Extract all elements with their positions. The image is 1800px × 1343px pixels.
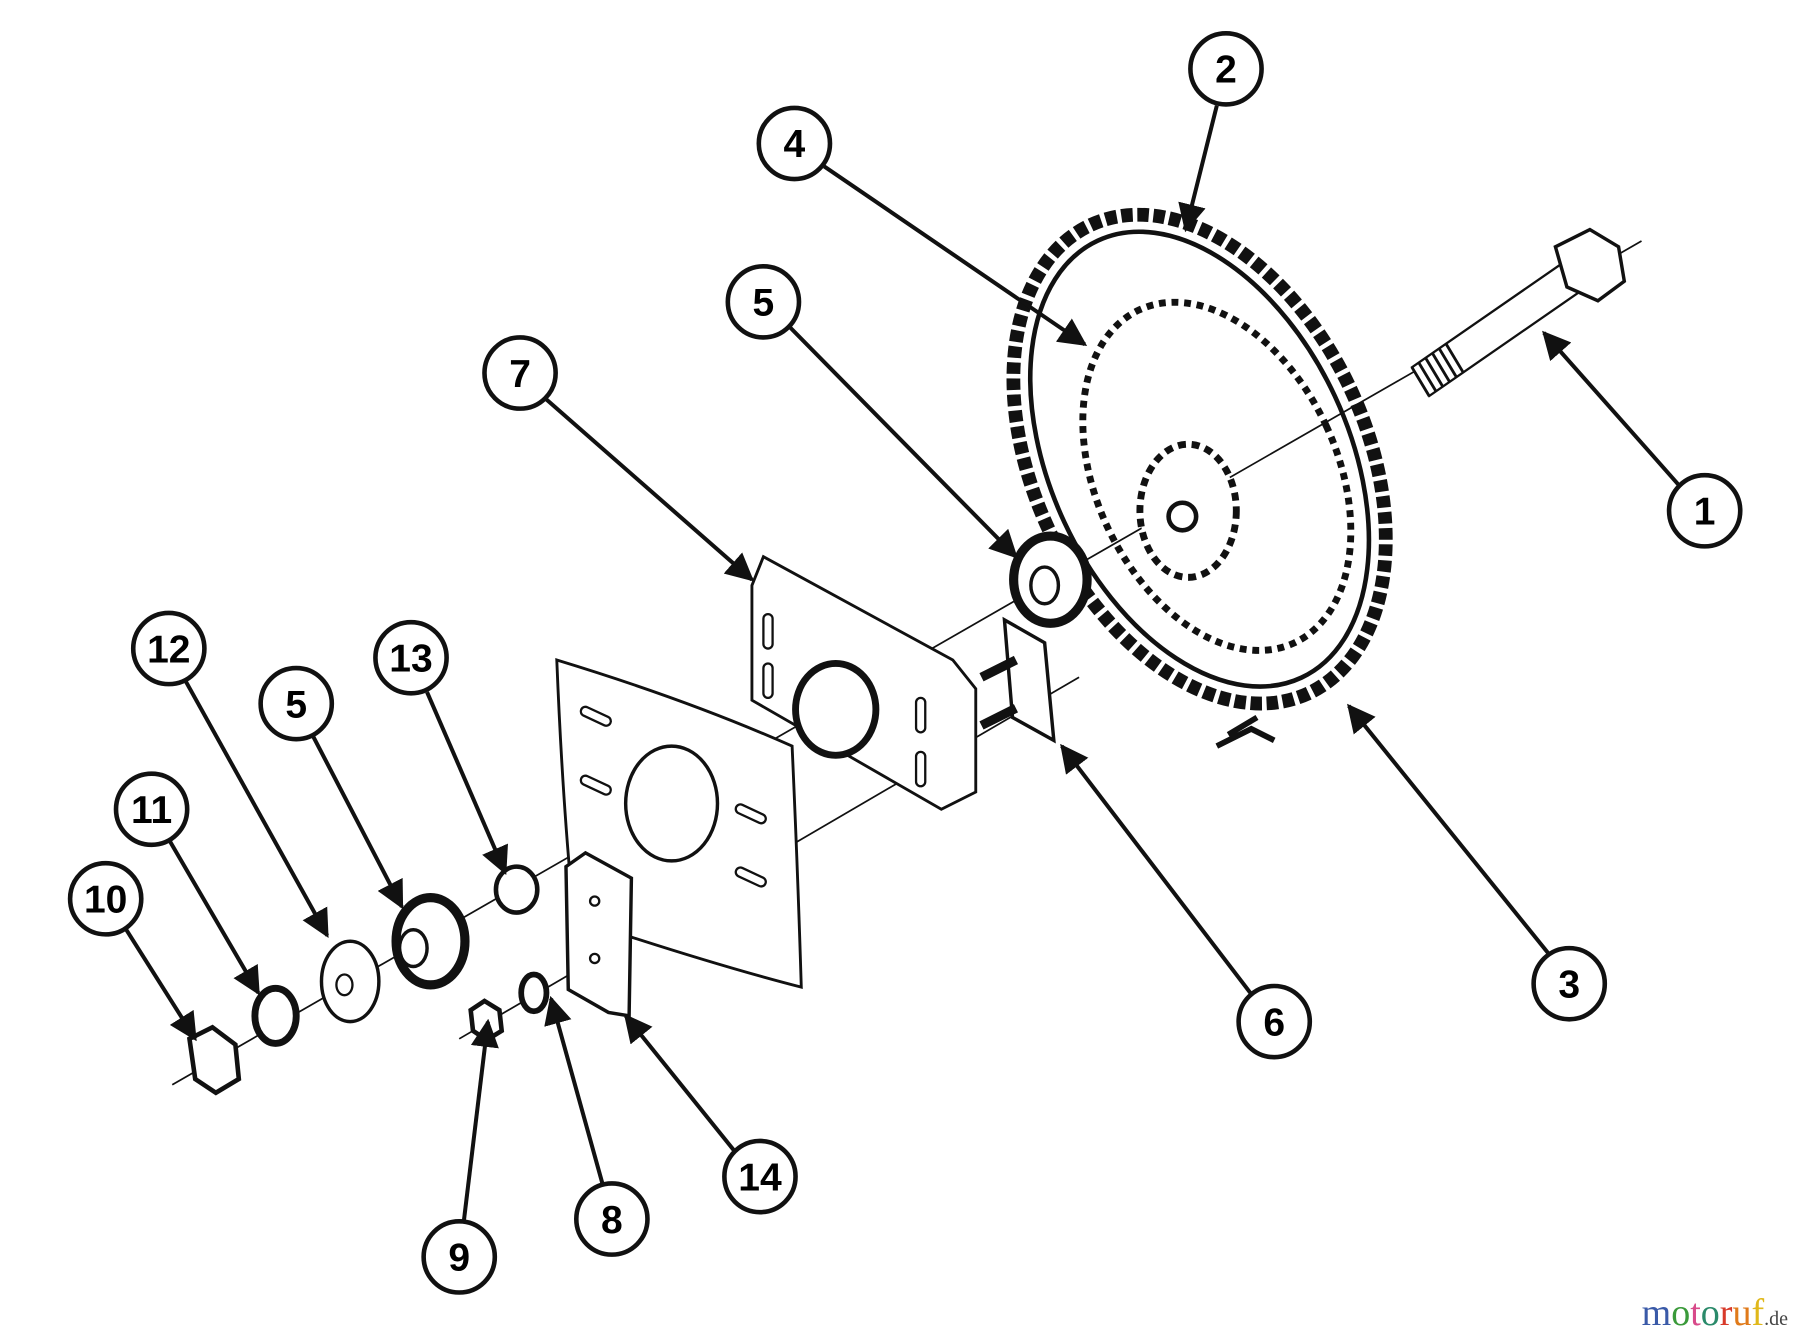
- callout-label: 9: [448, 1237, 470, 1280]
- callout-label: 14: [738, 1156, 782, 1199]
- callout-label: 11: [131, 789, 172, 832]
- callout-9: 9: [421, 1219, 498, 1295]
- callout-circle: [1531, 945, 1608, 1022]
- callout-5: 5: [258, 665, 335, 742]
- lock-washer-part: [251, 984, 300, 1047]
- callout-label: 7: [509, 353, 531, 396]
- callout-2: 2: [1188, 30, 1264, 107]
- callout-circle: [67, 860, 144, 937]
- callout-label: 5: [753, 282, 775, 325]
- callout-1: 1: [1666, 472, 1743, 549]
- callout-12: 12: [130, 610, 207, 687]
- callout-label: 8: [601, 1199, 623, 1242]
- callout-8: 8: [574, 1181, 650, 1257]
- callout-circle: [130, 610, 207, 687]
- callout-label: 4: [784, 123, 806, 166]
- callout-10: 10: [67, 860, 144, 937]
- callout-label: 2: [1215, 49, 1237, 92]
- callout-label: 12: [147, 628, 190, 671]
- sprocket-part: [1079, 298, 1355, 654]
- nut-part: [186, 1024, 242, 1096]
- washer-part: [518, 971, 550, 1015]
- leader-lines: [124, 105, 1680, 1222]
- bracket-part: [750, 554, 978, 811]
- plate-part: [564, 850, 634, 1018]
- callout-label: 10: [84, 879, 127, 922]
- callout-6: 6: [1236, 983, 1313, 1060]
- callout-circle: [113, 771, 190, 848]
- spacer-part: [493, 864, 540, 915]
- callout-circle: [1188, 30, 1264, 107]
- callout-14: 14: [722, 1138, 798, 1215]
- callout-circle: [574, 1181, 650, 1257]
- callout-circle: [421, 1219, 498, 1295]
- callout-circle: [482, 335, 558, 411]
- callout-circle: [373, 619, 449, 696]
- callout-circle: [1236, 983, 1313, 1060]
- callout-circle: [725, 264, 802, 340]
- washer-part: [319, 939, 381, 1024]
- callout-circle: [258, 665, 335, 742]
- callout-circle: [1666, 472, 1743, 549]
- chain-part: [1006, 207, 1393, 749]
- bolt-part: [1410, 227, 1627, 398]
- callout-3: 3: [1531, 945, 1608, 1022]
- bearing-part: [391, 893, 470, 990]
- callout-label: 6: [1263, 1001, 1285, 1044]
- callout-4: 4: [756, 105, 833, 182]
- callout-11: 11: [113, 771, 190, 848]
- callout-13: 13: [373, 619, 449, 696]
- callout-label: 5: [285, 683, 307, 726]
- bearing-part: [1009, 531, 1092, 628]
- callout-5: 5: [725, 264, 802, 340]
- callout-label: 3: [1558, 963, 1580, 1006]
- stud-plate-part: [979, 616, 1056, 744]
- callout-circle: [722, 1138, 798, 1215]
- watermark-logo: motoruf.de: [1641, 1292, 1788, 1334]
- callout-label: 13: [389, 637, 432, 680]
- callout-7: 7: [482, 335, 558, 411]
- callout-label: 1: [1694, 491, 1716, 534]
- callout-circle: [756, 105, 833, 182]
